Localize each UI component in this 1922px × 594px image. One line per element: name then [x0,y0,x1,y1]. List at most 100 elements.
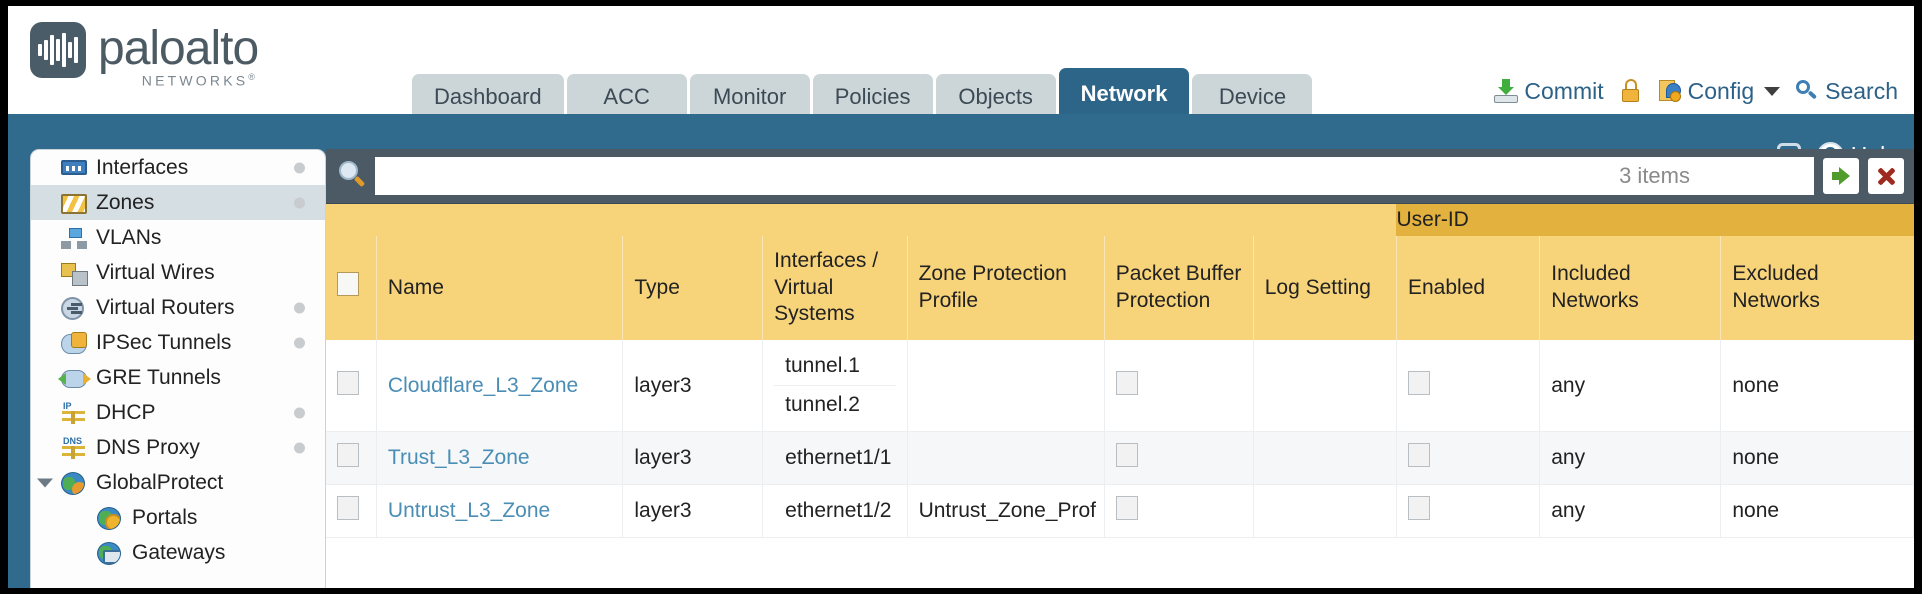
zone-name-link[interactable]: Untrust_L3_Zone [387,499,551,522]
zones-table: User-ID Name Type Interfaces / Virtual S… [326,204,1914,538]
tab-policies[interactable]: Policies [812,74,933,120]
col-header-name[interactable]: Name [376,236,624,340]
row-checkbox[interactable] [337,496,359,520]
sidebar-item-dhcp[interactable]: IP DHCP [31,395,325,430]
dhcp-icon: IP [61,401,87,424]
apply-filter-button[interactable] [1823,158,1859,194]
clear-filter-icon [1874,164,1898,188]
row-select-cell [326,484,377,538]
cell-name: Trust_L3_Zone [376,431,624,485]
search-label: Search [1825,77,1898,104]
main-content: 3 items [326,149,1914,588]
chevron-down-icon [1764,86,1781,96]
status-dot [294,162,305,173]
paloalto-logo-icon [30,22,86,78]
search-icon [1795,79,1819,103]
sidebar-item-gateways[interactable]: Gateways [31,535,325,570]
sidebar-item-label: IPSec Tunnels [96,330,232,354]
application-window: paloalto NETWORKS® Dashboard ACC Monitor… [8,6,1914,588]
sidebar-item-dns-proxy[interactable]: DNS DNS Proxy [31,430,325,465]
row-select-cell [326,340,377,432]
sidebar-item-vlans[interactable]: VLANs [31,220,325,255]
status-dot [294,337,305,348]
row-checkbox[interactable] [337,370,359,395]
sidebar-item-zones[interactable]: Zones [31,185,325,220]
interface-entry: tunnel.1 [774,347,896,386]
cell-interfaces: ethernet1/1 [762,431,908,485]
sidebar-item-globalprotect[interactable]: GlobalProtect [31,465,325,500]
cell-interfaces: ethernet1/2 [762,484,908,538]
col-header-interfaces[interactable]: Interfaces / Virtual Systems [762,236,908,340]
cell-excluded-networks: none [1720,340,1914,432]
table-row[interactable]: Cloudflare_L3_Zone layer3 tunnel.1 tunne… [326,340,1914,432]
zone-name-link[interactable]: Trust_L3_Zone [387,446,530,469]
gre-tunnels-icon [58,367,91,389]
sidebar-item-label: GlobalProtect [96,470,224,494]
interface-entry: tunnel.2 [785,393,860,416]
sidebar-item-ipsec-tunnels[interactable]: IPSec Tunnels [31,325,325,360]
cell-packet-buffer-protection [1104,484,1254,538]
header-actions: Commit Config Search [1494,68,1898,114]
userid-enabled-checkbox[interactable] [1407,370,1430,395]
cell-included-networks: any [1539,431,1722,485]
sidebar-item-label: GRE Tunnels [96,365,221,389]
tab-network[interactable]: Network [1058,68,1190,120]
cell-zone-protection-profile: Untrust_Zone_Prof [907,484,1105,538]
status-dot [294,442,305,453]
userid-enabled-checkbox[interactable] [1407,496,1430,520]
config-label: Config [1687,77,1755,104]
packet-buffer-protection-checkbox[interactable] [1115,496,1138,520]
col-header-excluded-networks[interactable]: Excluded Networks [1720,236,1914,340]
search-button[interactable]: Search [1795,78,1898,105]
col-header-zone-protection-profile[interactable]: Zone Protection Profile [907,236,1105,340]
userid-enabled-checkbox[interactable] [1407,443,1430,467]
sidebar-item-gre-tunnels[interactable]: GRE Tunnels [31,360,325,395]
packet-buffer-protection-checkbox[interactable] [1115,443,1138,467]
tab-device[interactable]: Device [1192,74,1313,120]
lock-icon[interactable] [1619,79,1643,103]
col-header-type[interactable]: Type [622,236,764,340]
table-body: Cloudflare_L3_Zone layer3 tunnel.1 tunne… [326,340,1914,538]
status-dot [294,407,305,418]
config-icon [1658,79,1682,103]
sidebar-item-label: Zones [96,190,155,214]
virtual-wires-icon [61,262,88,286]
zones-icon [61,192,87,214]
sidebar-item-virtual-routers[interactable]: Virtual Routers [31,290,325,325]
sidebar-item-interfaces[interactable]: Interfaces [31,150,325,185]
filter-bar: 3 items [326,149,1914,204]
row-checkbox[interactable] [337,443,359,467]
table-header-row: Name Type Interfaces / Virtual Systems Z… [326,236,1914,340]
tab-acc[interactable]: ACC [566,74,687,120]
sidebar-item-label: Portals [132,505,198,529]
sidebar-item-virtual-wires[interactable]: Virtual Wires [31,255,325,290]
tab-dashboard[interactable]: Dashboard [412,74,564,120]
sidebar-item-portals[interactable]: Portals [31,500,325,535]
zone-name-link[interactable]: Cloudflare_L3_Zone [387,373,579,397]
search-icon[interactable] [338,161,368,191]
ipsec-tunnels-icon [61,331,87,354]
commit-button[interactable]: Commit [1494,78,1604,105]
col-header-log-setting[interactable]: Log Setting [1253,236,1397,340]
col-header-userid-enabled[interactable]: Enabled [1396,236,1541,340]
select-all-checkbox[interactable] [337,272,359,297]
cell-userid-enabled [1396,431,1541,485]
status-dot [294,302,305,313]
search-input[interactable] [375,157,1814,195]
chevron-down-icon[interactable] [37,478,53,487]
commit-icon [1494,79,1519,103]
gateways-icon [97,541,123,565]
clear-filter-button[interactable] [1868,158,1904,194]
tab-monitor[interactable]: Monitor [689,74,810,120]
col-header-included-networks[interactable]: Included Networks [1539,236,1722,340]
sidebar-item-label: Gateways [132,540,226,564]
config-menu-button[interactable]: Config [1658,77,1781,105]
table-row[interactable]: Untrust_L3_Zone layer3 ethernet1/2 Untru… [326,484,1914,538]
packet-buffer-protection-checkbox[interactable] [1115,370,1138,395]
portals-icon [97,506,123,530]
tab-label: ACC [603,84,650,109]
cell-log-setting [1253,484,1397,538]
tab-objects[interactable]: Objects [935,74,1056,120]
col-header-packet-buffer-protection[interactable]: Packet Buffer Protection [1104,236,1254,340]
table-row[interactable]: Trust_L3_Zone layer3 ethernet1/1 any [326,431,1914,485]
